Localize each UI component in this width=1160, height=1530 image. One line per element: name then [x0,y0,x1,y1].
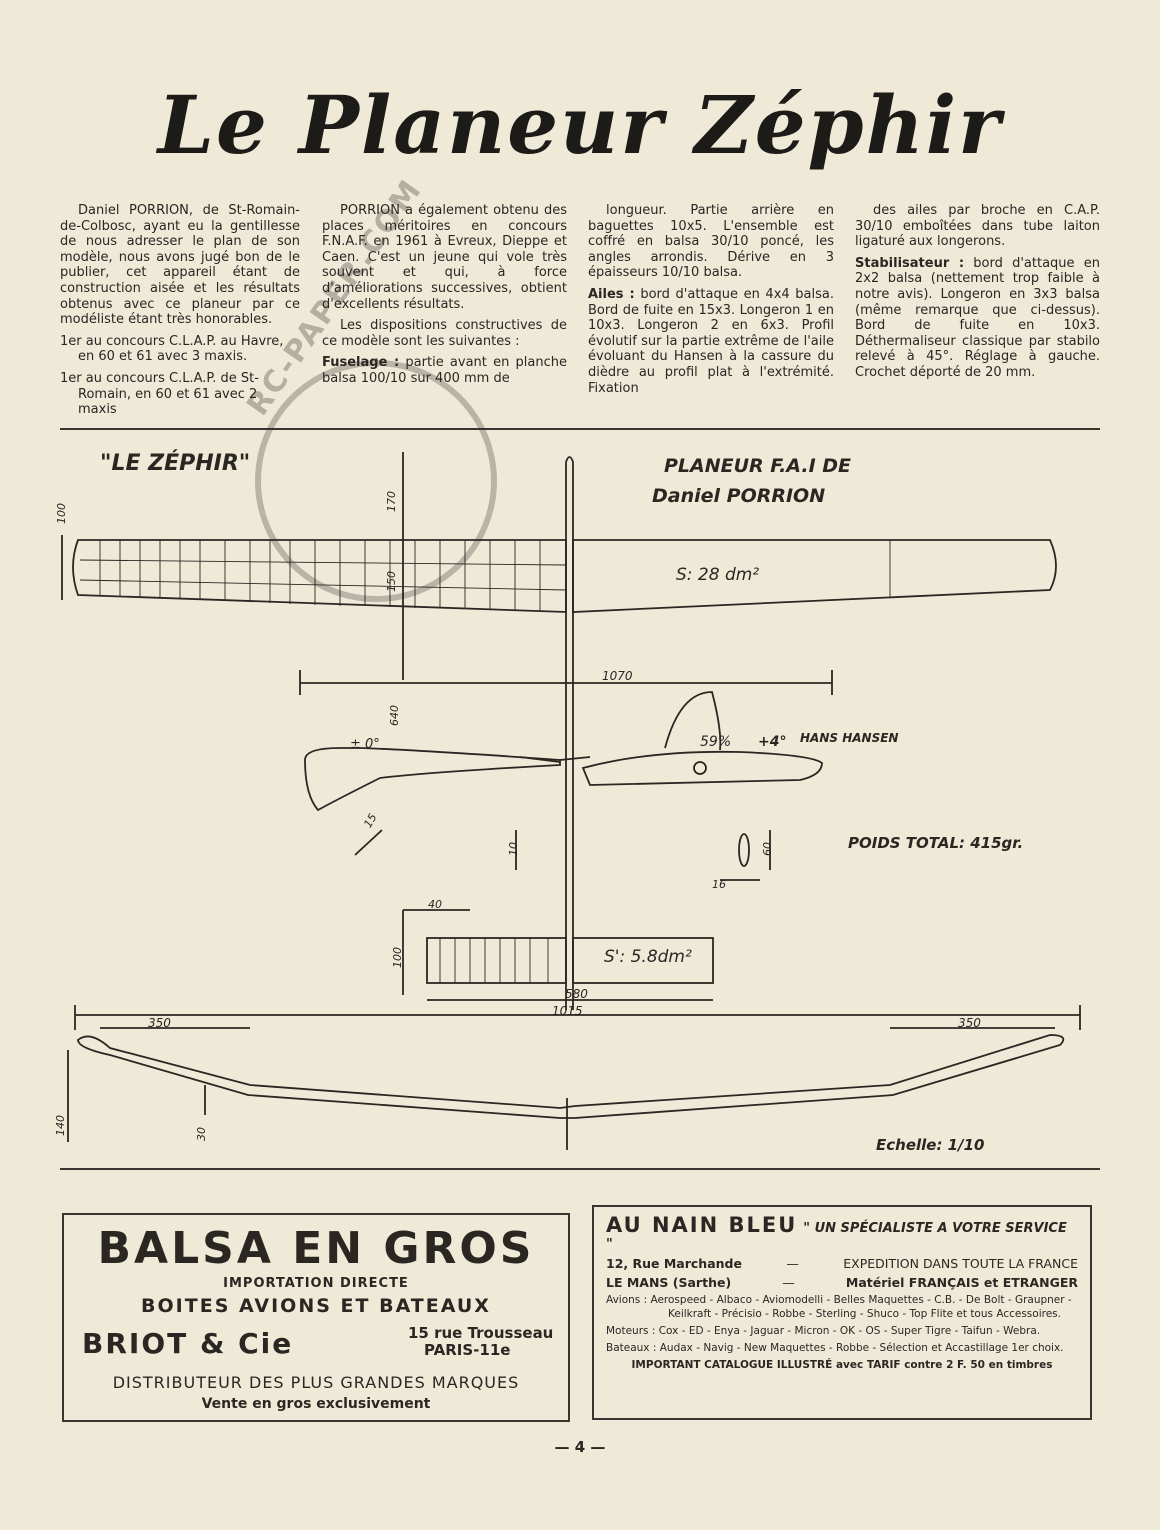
dim-170: 170 [385,491,398,512]
paragraph: longueur. Partie arrière en baguettes 10… [588,203,834,281]
profile-incidence: +4° [758,734,786,750]
ad-sep: — [782,1275,795,1290]
dim-40: 40 [428,898,442,911]
dim-100-tip: 100 [55,503,68,524]
plan-heading-1: PLANEUR F.A.I DE [664,455,851,477]
dim-350-left: 350 [148,1016,171,1030]
ad-sep: — [786,1256,799,1271]
ailes-label: Ailes : [588,286,635,302]
result-item: 1er au concours C.L.A.P. de St-Romain, e… [60,370,259,418]
ad-catalogue: IMPORTANT CATALOGUE ILLUSTRÉ avec TARIF … [631,1359,1053,1371]
plan-heading-2: Daniel PORRION [652,485,825,507]
intro-paragraph: Daniel PORRION, de St-Romain-de-Colbosc,… [60,203,300,328]
ad-boxes-line: BOITES AVIONS ET BATEAUX [141,1295,491,1317]
column-3: longueur. Partie arrière en baguettes 10… [588,203,834,402]
total-weight: POIDS TOTAL: 415gr. [848,834,1023,852]
dim-150: 150 [385,571,398,592]
ad-balsa-en-gros: BALSA EN GROS IMPORTATION DIRECTE BOITES… [62,1213,570,1422]
result-item: 1er au concours C.L.A.P. au Havre, en 60… [60,333,284,365]
ad-address-line: 12, Rue Marchande — EXPEDITION DANS TOUT… [606,1256,1078,1271]
ad-avions: Avions : Aerospeed - Albaco - Aviomodell… [606,1294,1072,1320]
ad-au-nain-bleu: AU NAIN BLEU" UN SPÉCIALISTE A VOTRE SER… [592,1205,1092,1420]
stabilisateur-paragraph: Stabilisateur : bord d'attaque en 2x2 ba… [855,256,1100,381]
glider-plan-drawing: "LE ZÉPHIR" PLANEUR F.A.I DE Daniel PORR… [54,450,1081,1154]
fuselage-label: Fuselage : [322,355,400,371]
dim-16: 16 [712,878,726,891]
dim-1070: 1070 [602,669,633,683]
paragraph: des ailes par broche en C.A.P. 30/10 emb… [855,203,1100,250]
ad-city: LE MANS (Sarthe) [606,1275,732,1290]
dim-15: 15 [361,811,379,830]
ad-title: BALSA EN GROS [97,1223,535,1274]
dim-640: 640 [388,705,401,726]
ad-company-row: BRIOT & Cie 15 rue Trousseau PARIS-11e [64,1321,568,1371]
ad-city: PARIS-11e [424,1341,511,1359]
column-4: des ailes par broche en C.A.P. 30/10 emb… [855,203,1100,387]
scale-label: Echelle: 1/10 [876,1136,984,1154]
page-number: — 4 — [554,1438,606,1456]
fuselage-text: partie avant en planche balsa 100/10 sur… [322,355,567,386]
paragraph: Les dispositions constructives de ce mod… [322,318,567,349]
ad-import-line: IMPORTATION DIRECTE [223,1276,409,1291]
ad-shop-name: AU NAIN BLEU [606,1213,798,1237]
ad-slogan: " UN SPÉCIALISTE A VOTRE SERVICE " [606,1221,1067,1252]
ad-shipping: EXPEDITION DANS TOUTE LA FRANCE [843,1256,1078,1271]
plan-name: "LE ZÉPHIR" [100,450,250,476]
column-1: Daniel PORRION, de St-Romain-de-Colbosc,… [60,203,300,424]
dim-10: 10 [507,842,520,856]
dim-60: 60 [761,842,774,856]
wing-area-label: S: 28 dm² [676,565,759,585]
ad-street: 12, Rue Marchande [606,1256,742,1271]
ad-company: BRIOT & Cie [82,1327,294,1360]
ad-address: 15 rue Trousseau PARIS-11e [408,1325,553,1359]
stab-text: bord d'attaque en 2x2 balsa (nettement t… [855,255,1100,380]
article-title: Le Planeur Zéphir [157,78,1003,172]
dim-30: 30 [195,1127,208,1141]
ad-material: Matériel FRANÇAIS et ETRANGER [845,1275,1078,1290]
fuselage-paragraph: Fuselage : partie avant en planche balsa… [322,355,567,386]
profile-name: HANS HANSEN [800,731,898,745]
profile-percent: 59% [700,734,731,750]
ad-sale: Vente en gros exclusivement [201,1396,431,1412]
divider-bottom [60,1168,1100,1170]
ad-bateaux: Bateaux : Audax - Navig - New Maquettes … [606,1342,1064,1354]
dim-100-stab: 100 [391,947,404,968]
ad-city-line: LE MANS (Sarthe) — Matériel FRANÇAIS et … [606,1275,1078,1290]
ailes-text: bord d'attaque en 4x4 balsa. Bord de fui… [588,286,834,396]
paragraph: PORRION a également obtenu des places mé… [322,203,567,312]
divider-top [60,428,1100,430]
stab-area-label: S': 5.8dm² [604,947,692,967]
dim-580: 580 [565,987,588,1001]
dim-140: 140 [54,1115,67,1136]
ad-distributor: DISTRIBUTEUR DES PLUS GRANDES MARQUES [112,1373,520,1392]
ailes-paragraph: Ailes : bord d'attaque en 4x4 balsa. Bor… [588,287,834,396]
ad-header: AU NAIN BLEU" UN SPÉCIALISTE A VOTRE SER… [606,1213,1078,1252]
dim-1015: 1015 [552,1004,583,1018]
dim-350-right: 350 [958,1016,981,1030]
ad-street: 15 rue Trousseau [408,1324,554,1342]
column-2: PORRION a également obtenu des places mé… [322,203,567,393]
stab-incidence: ± 0° [350,737,380,752]
stab-label: Stabilisateur : [855,255,965,271]
ad-moteurs: Moteurs : Cox - ED - Enya - Jaguar - Mic… [606,1325,1041,1337]
